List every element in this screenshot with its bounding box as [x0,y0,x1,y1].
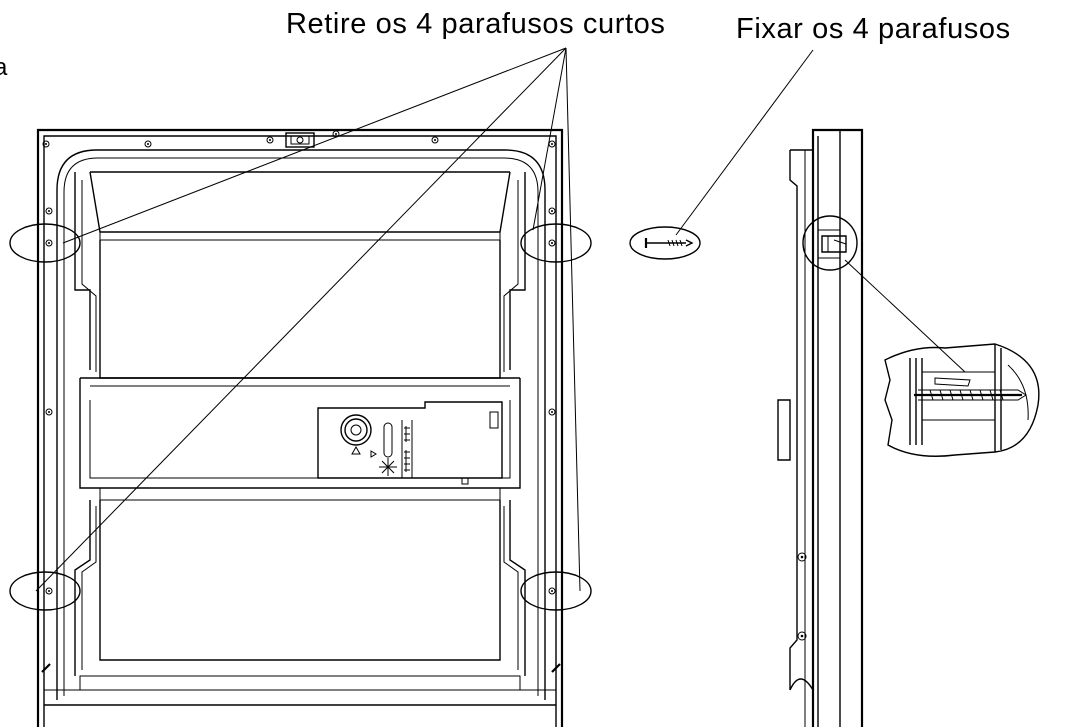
fix-label-leader-line [675,49,814,236]
short-screw-ellipse-top-left [9,223,81,263]
door-side-view [777,128,864,727]
long-screw-ellipse [629,226,701,260]
zoom-leader-line [844,259,966,373]
door-inner-panel-front-view [36,128,564,727]
zoomed-screw-detail [884,343,1040,457]
short-screw-ellipse-top-right [520,223,592,263]
panel-screw-holes [42,130,556,595]
short-screw-ellipse-bottom-left [9,571,81,611]
detail-magnifier-circle [802,215,858,271]
cropped-edge-text: a [0,54,8,81]
fix-screws-label: Fixar os 4 parafusos [736,13,1011,45]
short-screw-ellipse-bottom-right [520,571,592,611]
short-screw-highlights [9,223,592,611]
remove-label-leader-lines [35,47,581,592]
remove-short-screws-label: Retire os 4 parafusos curtos [286,8,666,40]
long-screw-icon [629,226,701,260]
